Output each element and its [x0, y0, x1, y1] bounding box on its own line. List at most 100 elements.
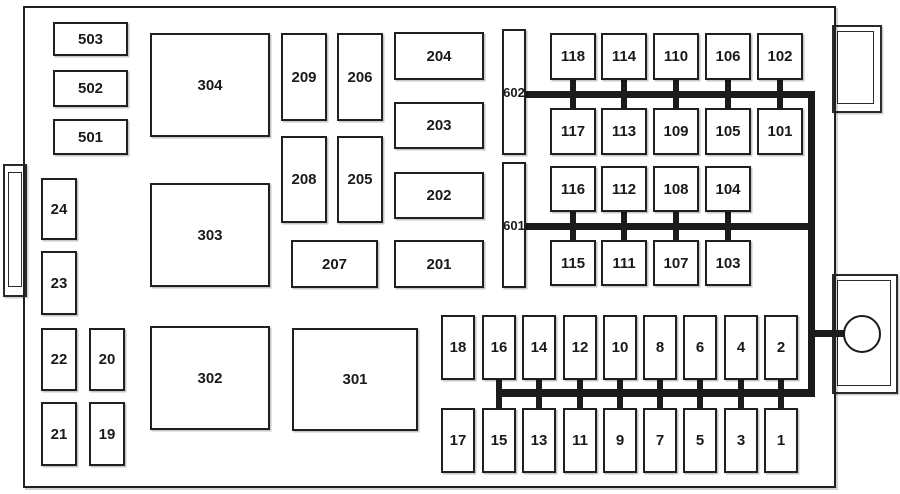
- fuse-label: 110: [663, 48, 689, 65]
- fuse-label: 8: [655, 339, 665, 356]
- fuse-box-116: 116: [550, 166, 596, 212]
- fuse-box-106: 106: [705, 33, 751, 80]
- fuse-box-104: 104: [705, 166, 751, 212]
- fuse-label: 15: [490, 432, 508, 449]
- fuse-box-107: 107: [653, 240, 699, 286]
- fuse-label: 17: [449, 432, 467, 449]
- fuse-label: 11: [572, 432, 588, 449]
- stub-8-7: [657, 380, 663, 408]
- fuse-label: 9: [615, 432, 625, 449]
- fuse-label: 115: [560, 254, 586, 272]
- relay-box-203: 203: [394, 102, 484, 149]
- module-label: 501: [77, 128, 104, 146]
- fuse-box-108: 108: [653, 166, 699, 212]
- fuse-label: 112: [611, 180, 637, 198]
- fuse-box-113: 113: [601, 108, 647, 155]
- relay-label: 205: [347, 171, 373, 188]
- fuse-box-21: 21: [41, 402, 77, 466]
- fuse-label: 102: [767, 48, 793, 65]
- fuse-label: 21: [50, 425, 68, 443]
- fuse-box-114: 114: [601, 33, 647, 80]
- fuse-box-117: 117: [550, 108, 596, 155]
- relay-box-205: 205: [337, 136, 383, 223]
- relay-label: 201: [426, 255, 452, 273]
- stub-112-111: [621, 212, 627, 240]
- bus-main-vertical: [808, 91, 815, 397]
- fuse-box-110: 110: [653, 33, 699, 80]
- stub-108-107: [673, 212, 679, 240]
- fuse-box-7: 7: [643, 408, 677, 473]
- fuse-label: 16: [490, 339, 508, 356]
- fuse-box-16: 16: [482, 315, 516, 380]
- module-label: 302: [197, 369, 223, 387]
- bus-602: [526, 91, 815, 98]
- fuse-box-15: 15: [482, 408, 516, 473]
- fuse-label: 6: [695, 339, 705, 356]
- left-mount-tab-inner: [8, 172, 22, 287]
- fuse-box-6: 6: [683, 315, 717, 380]
- fuse-box-9: 9: [603, 408, 637, 473]
- fuse-label: 10: [611, 339, 629, 356]
- fuse-box-20: 20: [89, 328, 125, 391]
- stub-2-1: [778, 380, 784, 408]
- fuse-label: 19: [98, 425, 116, 443]
- module-box-301: 301: [292, 328, 418, 431]
- bus-circle-branch: [813, 330, 844, 337]
- fuse-box-17: 17: [441, 408, 475, 473]
- relay-label: 209: [291, 68, 317, 86]
- fuse-box-102: 102: [757, 33, 803, 80]
- fuse-label: 101: [767, 123, 793, 140]
- fuse-box-4: 4: [724, 315, 758, 380]
- fuse-label: 4: [736, 339, 746, 356]
- fuse-label: 106: [715, 48, 741, 65]
- fuse-box-115: 115: [550, 240, 596, 286]
- relay-label: 202: [426, 187, 452, 204]
- relay-box-206: 206: [337, 33, 383, 121]
- stub-6-5: [697, 380, 703, 408]
- fuse-label: 13: [530, 432, 548, 449]
- fuse-label: 111: [612, 254, 636, 272]
- fuse-box-103: 103: [705, 240, 751, 286]
- strip-box-601: 601: [502, 162, 526, 288]
- module-box-303: 303: [150, 183, 270, 287]
- relay-label: 208: [291, 171, 317, 188]
- fuse-label: 24: [50, 200, 68, 218]
- stub-106-105: [725, 80, 731, 108]
- fuse-box-19: 19: [89, 402, 125, 466]
- fuse-label: 118: [560, 48, 586, 65]
- fuse-label: 2: [776, 339, 786, 356]
- module-label: 303: [197, 226, 223, 244]
- stub-102-101: [777, 80, 783, 108]
- stub-118-117: [570, 80, 576, 108]
- fuse-box-1: 1: [764, 408, 798, 473]
- stub-4-3: [738, 380, 744, 408]
- relay-label: 206: [347, 68, 373, 86]
- fuse-label: 1: [776, 432, 786, 449]
- module-box-502: 502: [53, 70, 128, 107]
- fuse-label: 20: [98, 351, 116, 368]
- fuse-label: 18: [449, 339, 467, 356]
- fuse-label: 23: [50, 274, 68, 292]
- stub-114-113: [621, 80, 627, 108]
- fuse-box-8: 8: [643, 315, 677, 380]
- relay-box-209: 209: [281, 33, 327, 121]
- fuse-box-23: 23: [41, 251, 77, 315]
- relay-label: 204: [426, 47, 452, 65]
- fuse-box-13: 13: [522, 408, 556, 473]
- module-box-304: 304: [150, 33, 270, 137]
- strip-label: 601: [503, 217, 525, 233]
- top-right-mount-tab-inner: [837, 31, 874, 104]
- strip-label: 602: [503, 84, 525, 100]
- relay-label: 207: [321, 255, 348, 273]
- fuse-box-14: 14: [522, 315, 556, 380]
- module-box-503: 503: [53, 22, 128, 56]
- stub-110-109: [673, 80, 679, 108]
- module-label: 301: [342, 371, 368, 388]
- relay-label: 203: [426, 117, 452, 134]
- fuse-box-22: 22: [41, 328, 77, 391]
- fuse-label: 107: [663, 254, 689, 272]
- fuse-box-112: 112: [601, 166, 647, 212]
- fuse-box-105: 105: [705, 108, 751, 155]
- stud-connector-circle: [843, 315, 881, 353]
- stub-14-13: [536, 380, 542, 408]
